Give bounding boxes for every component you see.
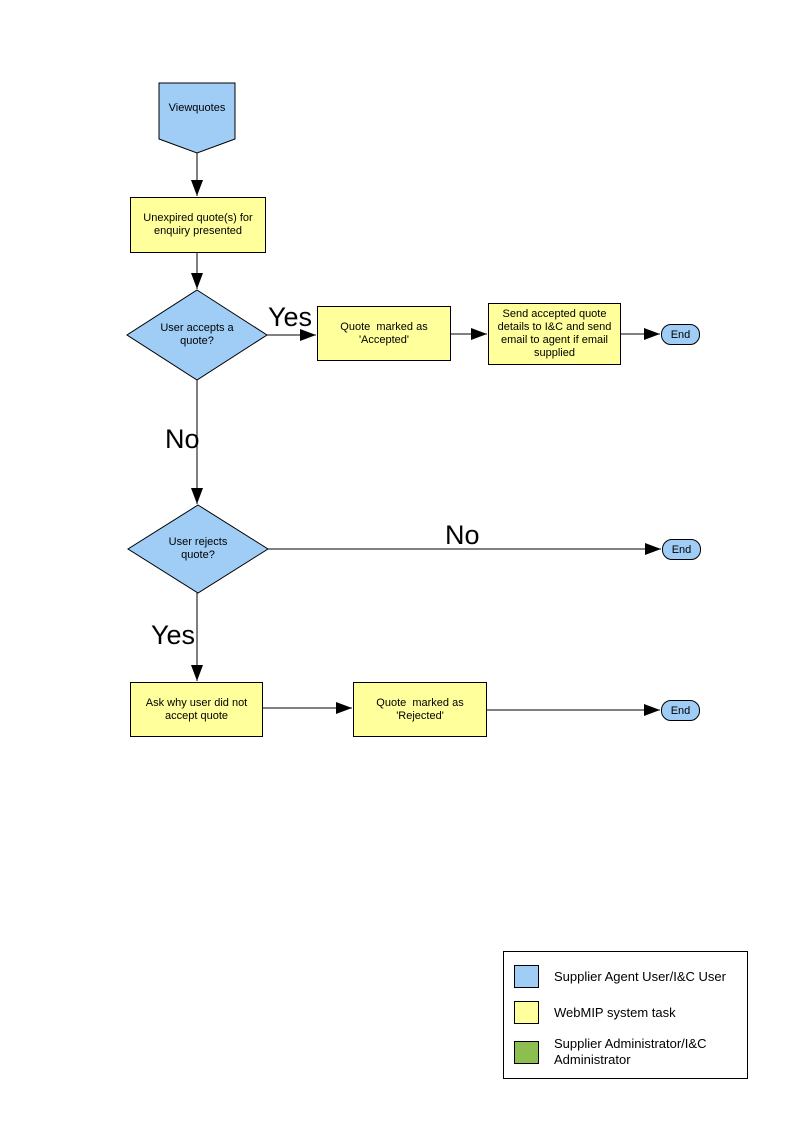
legend-swatch-blue xyxy=(514,965,539,988)
legend-box: Supplier Agent User/I&C User WebMIP syst… xyxy=(503,951,748,1079)
end-node-no-reject: End xyxy=(662,539,701,560)
end-label: End xyxy=(670,328,691,341)
accept-yes-label: Yes xyxy=(268,302,313,332)
end-node-rejected: End xyxy=(661,700,700,721)
legend-item-label: WebMIP system task xyxy=(554,1004,676,1020)
present-quotes-box: Unexpired quote(s) for enquiry presented xyxy=(130,197,266,253)
end-node-accepted: End xyxy=(661,324,700,345)
mark-accepted-box: Quote marked as 'Accepted' xyxy=(317,306,451,361)
legend-item-label: Supplier Agent User/I&C User xyxy=(554,968,726,984)
reject-yes-label: Yes xyxy=(151,620,196,650)
end-label: End xyxy=(671,543,692,556)
end-label: End xyxy=(670,704,691,717)
reject-decision-label: User rejects quote? xyxy=(168,536,231,561)
legend-item-supplier-agent-user: Supplier Agent User/I&C User xyxy=(514,965,744,988)
mark-rejected-box: Quote marked as 'Rejected' xyxy=(353,682,487,737)
legend-item-supplier-administrator: Supplier Administrator/I&C Administrator xyxy=(514,1036,744,1068)
start-node-label: Viewquotes xyxy=(168,101,226,114)
legend-swatch-green xyxy=(514,1040,539,1064)
reject-no-label: No xyxy=(445,520,480,550)
ask-why-box: Ask why user did not accept quote xyxy=(130,682,263,737)
start-shape xyxy=(158,82,236,154)
accept-no-label: No xyxy=(165,424,200,454)
send-details-box: Send accepted quote details to I&C and s… xyxy=(488,303,621,365)
legend-swatch-yellow xyxy=(514,1001,539,1024)
legend-item-webmip-task: WebMIP system task xyxy=(514,1001,744,1024)
reject-decision-shape xyxy=(127,504,269,594)
legend-item-label: Supplier Administrator/I&C Administrator xyxy=(554,1036,707,1067)
accept-decision-label: User accepts a quote? xyxy=(160,322,237,347)
